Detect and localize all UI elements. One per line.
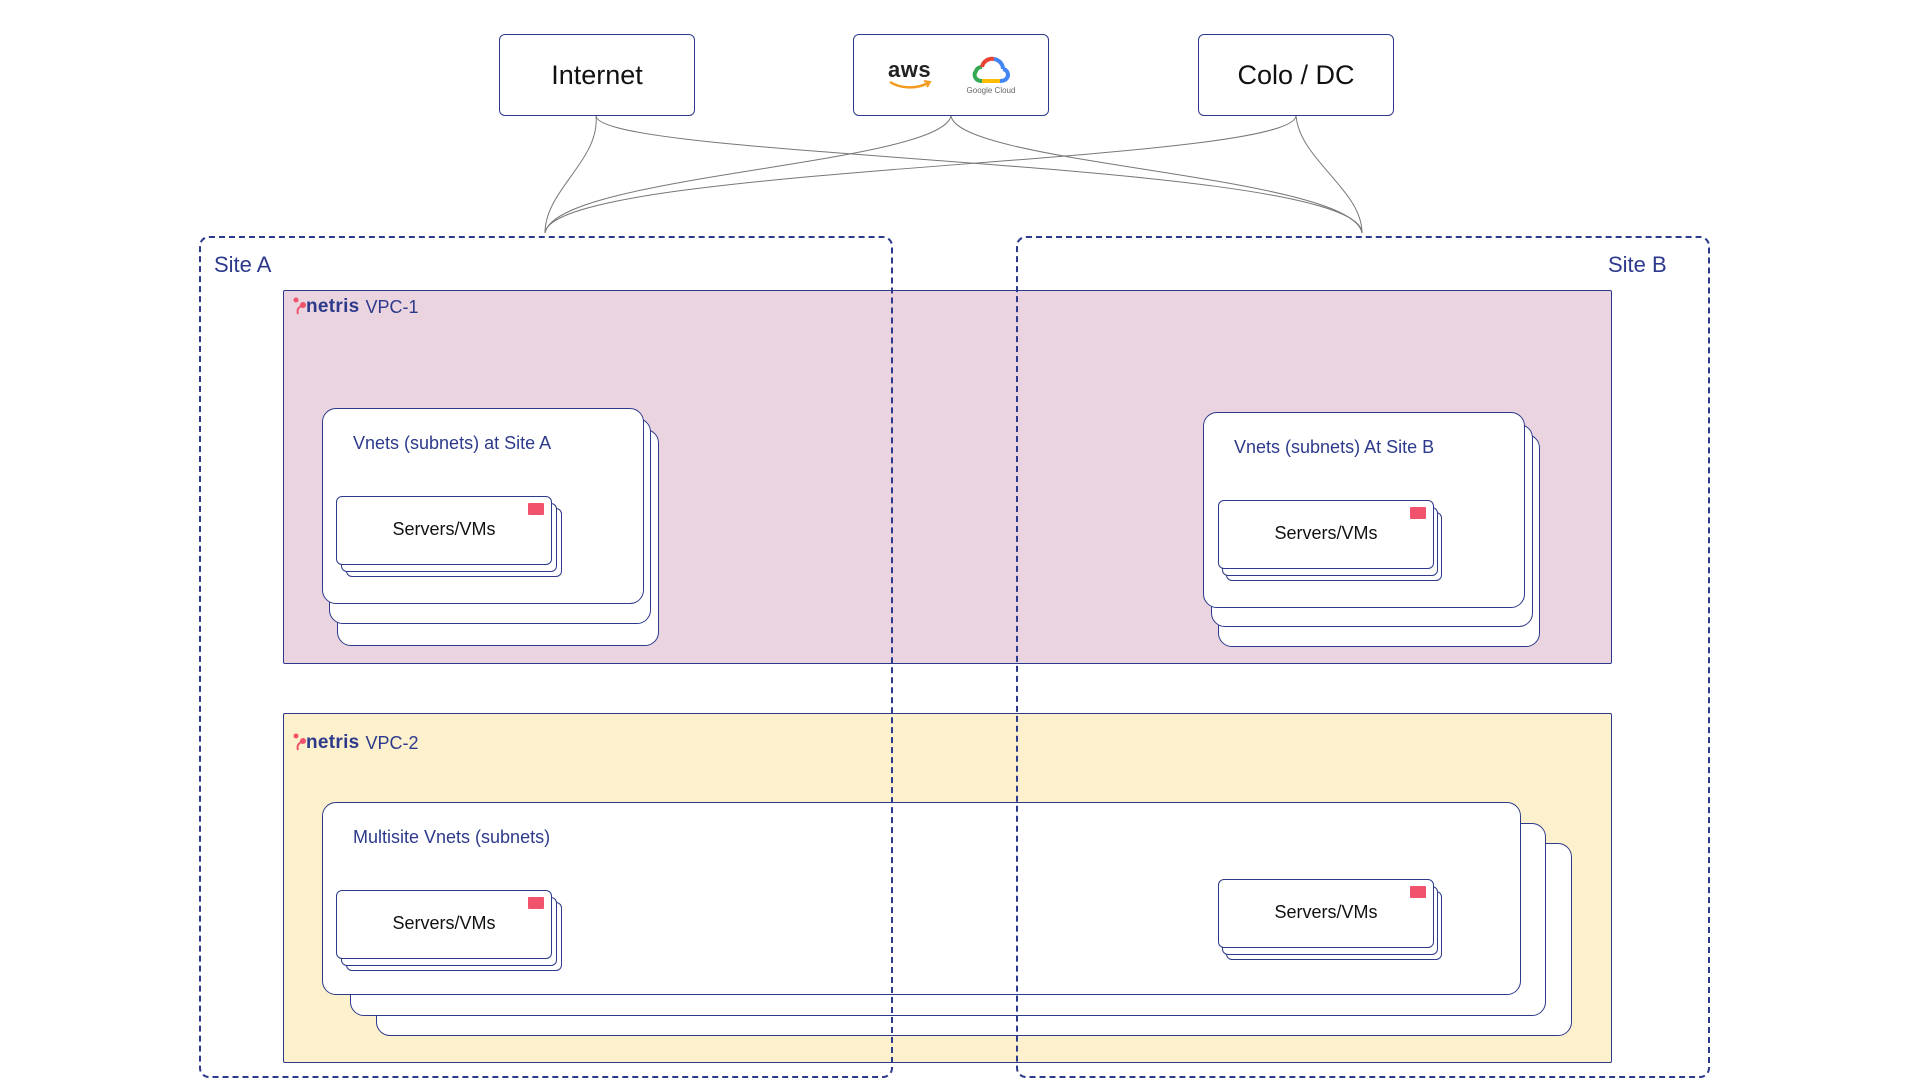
vpc-2-label: VPC-2: [365, 732, 419, 753]
servers-vms-site-a-vpc1: Servers/VMs: [336, 496, 552, 565]
connector-internet-site-a: [544, 115, 597, 234]
connector-cloud-site-b: [950, 115, 1363, 234]
connector-cloud-site-a: [544, 115, 952, 234]
connector-internet-site-b: [595, 115, 1363, 234]
servers-vms-site-a-vpc2: Servers/VMs: [336, 890, 552, 959]
netris-logo-icon: netris: [292, 732, 360, 754]
servers-vms-label: Servers/VMs: [1274, 902, 1378, 922]
server-flag-icon: [1410, 507, 1426, 519]
colo-dc-label: Colo / DC: [1237, 59, 1355, 90]
servers-vms-label: Servers/VMs: [392, 519, 496, 539]
servers-vms-site-b-vpc1: Servers/VMs: [1218, 500, 1434, 569]
servers-vms-site-b-vpc2: Servers/VMs: [1218, 879, 1434, 948]
site-a-label: Site A: [214, 252, 272, 277]
servers-vms-label: Servers/VMs: [392, 913, 496, 933]
connector-colo-site-a: [544, 115, 1297, 234]
aws-icon: aws: [887, 59, 933, 90]
multisite-vnet-card-title: Multisite Vnets (subnets): [353, 827, 551, 847]
server-flag-icon: [1410, 886, 1426, 898]
connector-colo-site-b: [1295, 115, 1363, 234]
internet-label: Internet: [551, 59, 643, 90]
server-flag-icon: [528, 897, 544, 909]
vpc-2-header: netris VPC-2: [292, 732, 419, 754]
servers-vms-label: Servers/VMs: [1274, 523, 1378, 543]
site-b-label: Site B: [1608, 252, 1667, 277]
google-cloud-icon: Google Cloud: [967, 56, 1015, 95]
vpc-1-header: netris VPC-1: [292, 296, 419, 318]
vpc-1-label: VPC-1: [365, 296, 419, 317]
cloud-providers-box: aws Google Cloud: [853, 34, 1049, 116]
colo-dc-box: Colo / DC: [1198, 34, 1394, 116]
internet-box: Internet: [499, 34, 695, 116]
vnet-card-site-b-title: Vnets (subnets) At Site B: [1234, 437, 1435, 457]
vnet-card-site-a-title: Vnets (subnets) at Site A: [353, 433, 552, 453]
site-a-boundary: [199, 236, 893, 1078]
server-flag-icon: [528, 503, 544, 515]
netris-logo-icon: netris: [292, 296, 360, 318]
site-b-boundary: [1016, 236, 1710, 1078]
